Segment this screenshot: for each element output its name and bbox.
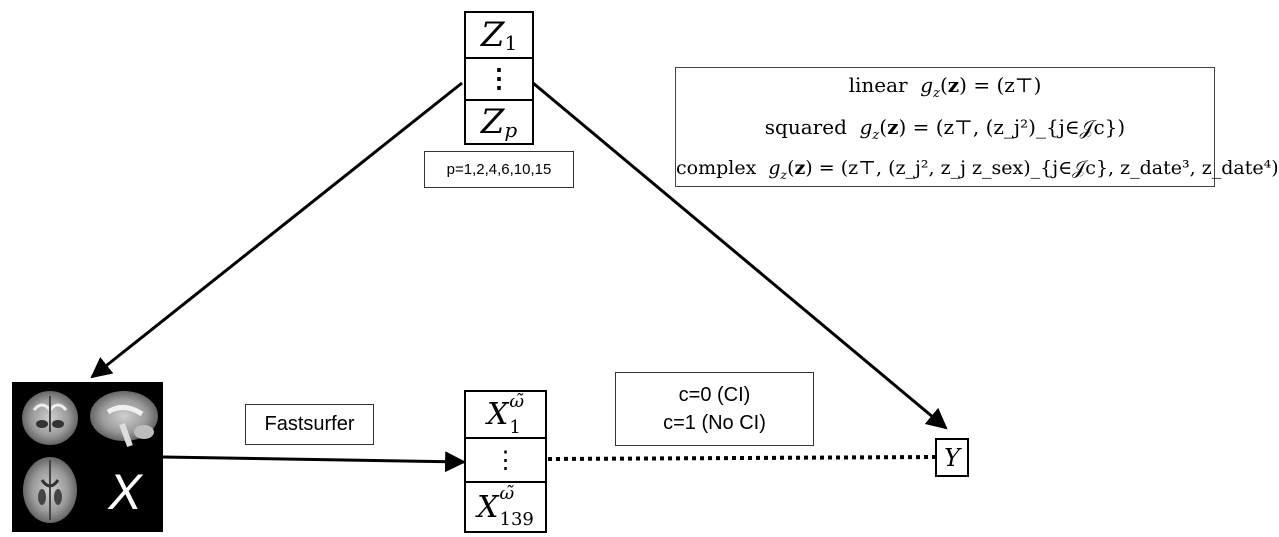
squared-name: squared [764, 115, 847, 139]
z-vector-ellipsis: ⋮ [486, 64, 512, 94]
squared-rhs: (z⊤, (z_j²)_{j∈𝒥c}) [935, 115, 1126, 139]
z-bottom-symbol: Z [480, 102, 505, 142]
outcome-y-box: Y [935, 438, 969, 477]
edge-image-to-features [162, 451, 467, 473]
x-vector-top-cell: X ω̃ 1 [464, 390, 547, 439]
condition-line-2: c=1 (No CI) [663, 412, 766, 434]
x-vector-bottom-cell: X ω̃ 139 [464, 481, 547, 533]
p-values-label: p=1,2,4,6,10,15 [446, 161, 552, 178]
x-bottom-subscript: 139 [499, 509, 534, 530]
condition-line-1: c=0 (CI) [678, 384, 751, 406]
formula-complex: complex gz(z) = (z⊤, (z_j², z_j z_sex)_{… [676, 157, 1279, 182]
condition-box: c=0 (CI) c=1 (No CI) [615, 372, 814, 446]
fastsurfer-box: Fastsurfer [245, 404, 374, 445]
linear-name: linear [848, 73, 908, 97]
x-bottom-superscript: ω̃ [499, 483, 515, 504]
z-top-symbol: Z [480, 15, 505, 55]
x-top-symbol: X [486, 397, 509, 432]
p-values-box: p=1,2,4,6,10,15 [424, 151, 574, 188]
fastsurfer-label: Fastsurfer [264, 413, 355, 435]
brain-mri-panel: X [12, 382, 163, 532]
edge-features-to-y [547, 455, 936, 461]
coronal-slice [22, 391, 78, 445]
z-vector-middle-cell: ⋮ [464, 57, 534, 101]
sagittal-slice [90, 391, 158, 448]
edge-z-to-y [532, 81, 948, 430]
axial-slice [23, 457, 77, 523]
formula-squared: squared gz(z) = (z⊤, (z_j²)_{j∈𝒥c}) [764, 115, 1126, 143]
image-x-label: X [108, 464, 142, 520]
z-bottom-subscript: p [504, 118, 518, 142]
complex-rhs: (z⊤, (z_j², z_j z_sex)_{j∈𝒥c}, z_date³, … [840, 157, 1279, 179]
brain-slices-image [22, 391, 158, 523]
x-top-subscript: 1 [509, 416, 521, 438]
x-vector-ellipsis: ⋮ [493, 446, 518, 474]
x-bottom-symbol: X [477, 489, 499, 525]
edge-z-to-x [90, 81, 463, 379]
complex-name: complex [676, 157, 757, 179]
g-functions-box: linear gz(z) = (z⊤) squared gz(z) = (z⊤,… [675, 67, 1279, 187]
outcome-y-label: Y [944, 443, 960, 472]
linear-rhs: (z⊤) [996, 73, 1042, 97]
formula-linear: linear gz(z) = (z⊤) [848, 73, 1042, 101]
z-top-subscript: 1 [504, 31, 518, 55]
diagram-edges [90, 81, 948, 473]
x-top-superscript: ω̃ [509, 390, 525, 412]
x-vector-middle-cell: ⋮ [464, 437, 547, 483]
